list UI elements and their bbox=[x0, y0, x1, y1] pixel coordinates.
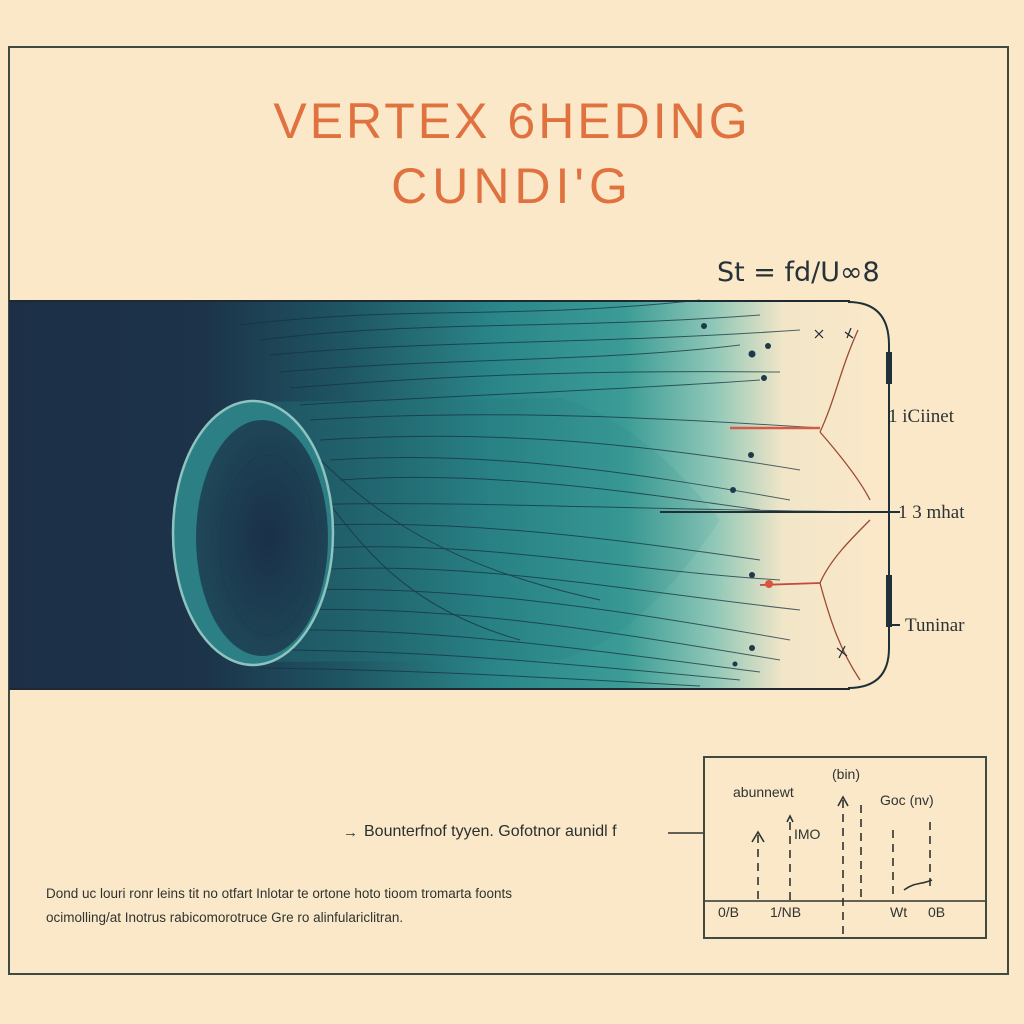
inset-tick-2: 1/NB bbox=[770, 904, 802, 920]
boundary-layer-label: → Bounterfnof tyyen. Gofotnor aunidl f bbox=[343, 823, 617, 841]
description-line-1: Dond uc louri ronr leins tit no otfart I… bbox=[46, 886, 512, 901]
inset-tick-1: 0/B bbox=[718, 904, 740, 920]
inset-chart bbox=[703, 756, 987, 939]
title-line-1: VERTEX 6HEDING bbox=[273, 93, 751, 149]
description: Dond uc louri ronr leins tit no otfart I… bbox=[46, 882, 626, 930]
inset-label-mid-left: IMO bbox=[794, 826, 821, 842]
arrow-right-icon: → bbox=[343, 823, 358, 841]
inset-label-top-left: abunnewt bbox=[733, 784, 794, 800]
side-label-lower: Tuninar bbox=[905, 615, 965, 636]
side-label-middle: 1 3 mhat bbox=[898, 502, 965, 523]
inset-label-top-right: Goc (nv) bbox=[880, 792, 934, 808]
strouhal-formula: St = fd/U∞8 bbox=[717, 257, 880, 288]
title-line-2: CUNDI'G bbox=[391, 158, 633, 214]
inset-label-top-center: (bin) bbox=[832, 766, 861, 782]
boundary-label-text: Bounterfnof tyyen. Gofotnor aunidl f bbox=[364, 823, 617, 840]
inset-tick-3: Wt bbox=[890, 904, 908, 920]
cylinder-ring-icon bbox=[171, 399, 335, 667]
side-label-upper: 1 iCiinet bbox=[888, 406, 954, 427]
description-line-2: ocimolling/at Inotrus rabicomorotruce Gr… bbox=[46, 910, 404, 925]
inset-tick-4: 0B bbox=[928, 904, 946, 920]
